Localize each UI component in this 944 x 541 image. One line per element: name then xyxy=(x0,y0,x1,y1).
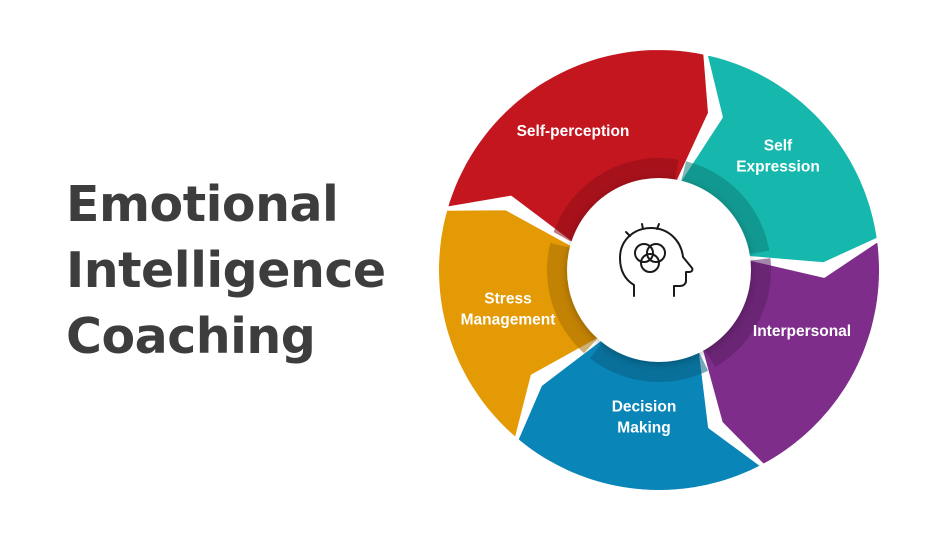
segment-shade-interpersonal xyxy=(704,258,771,367)
segment-label-line: Self-perception xyxy=(517,123,630,140)
segment-label-line: Making xyxy=(617,420,670,437)
segment-label-interpersonal: Interpersonal xyxy=(753,323,851,340)
title-line-3: Coaching xyxy=(66,308,316,365)
segment-label-line: Interpersonal xyxy=(753,323,851,340)
segment-label-line: Decision xyxy=(612,399,677,416)
title-line-2: Intelligence xyxy=(66,242,386,299)
segment-label-line: Stress xyxy=(484,291,531,308)
segment-label-self-perception: Self-perception xyxy=(517,123,630,140)
slide-title: Emotional Intelligence Coaching xyxy=(66,172,406,370)
segment-label-line: Management xyxy=(461,312,556,329)
center-hub xyxy=(567,178,751,362)
title-line-1: Emotional xyxy=(66,176,339,233)
segment-label-line: Expression xyxy=(736,159,820,176)
head-venn-icon xyxy=(619,223,694,297)
segment-label-line: Self xyxy=(764,138,793,155)
